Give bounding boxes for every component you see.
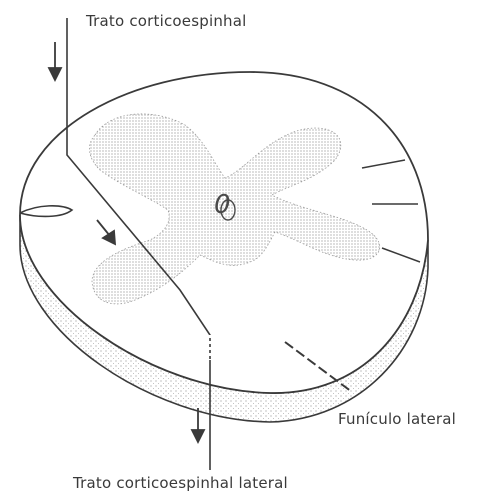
central-canal-label: 0	[214, 190, 231, 220]
label-corticospinal-tract: Trato corticoespinhal	[86, 12, 247, 30]
arrow-down-bottom	[192, 408, 204, 442]
label-lateral-funiculus: Funículo lateral	[338, 410, 456, 428]
label-lateral-corticospinal-tract: Trato corticoespinhal lateral	[73, 474, 288, 492]
arrow-down-top	[49, 42, 61, 80]
